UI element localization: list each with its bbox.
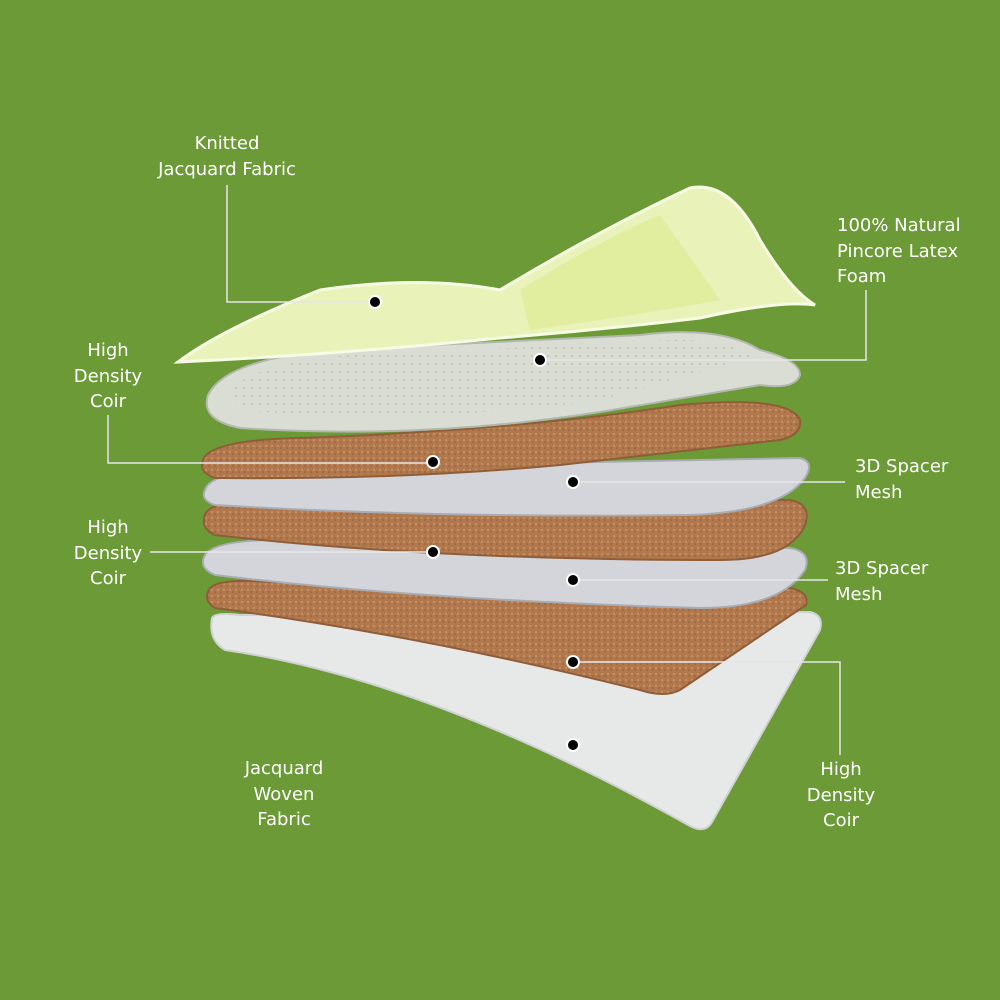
layer-coir-1 <box>200 401 802 480</box>
label-line: 3D Spacer <box>855 456 949 477</box>
label-line: Jacquard Fabric <box>158 158 296 180</box>
marker-coir-2 <box>426 545 440 559</box>
marker-latex-foam <box>533 353 547 367</box>
label-line: High <box>820 759 862 780</box>
label-line: Woven <box>253 783 315 805</box>
label-knitted-jacquard-fabric: Knitted Jacquard Fabric <box>158 131 296 182</box>
label-line: High <box>87 340 129 361</box>
label-spacer-mesh-1: 3D Spacer Mesh <box>855 454 948 505</box>
label-line: Density <box>73 542 143 564</box>
label-line: High <box>87 517 129 538</box>
label-line: 3D Spacer <box>835 558 929 579</box>
label-line: Coir <box>90 391 126 412</box>
marker-spacer-mesh-1 <box>566 475 580 489</box>
leader-lines <box>107 185 867 755</box>
marker-spacer-mesh-2 <box>566 573 580 587</box>
label-spacer-mesh-2: 3D Spacer Mesh <box>835 556 928 607</box>
label-line: Fabric <box>257 809 311 830</box>
label-line: Coir <box>90 568 126 589</box>
label-line: 100% Natural <box>837 215 961 236</box>
label-line: Mesh <box>835 583 883 605</box>
label-jacquard-woven-fabric: Jacquard Woven Fabric <box>245 756 324 833</box>
label-coir-1: High Density Coir <box>74 338 142 415</box>
marker-jacquard-woven-fabric <box>566 738 580 752</box>
marker-coir-1 <box>426 455 440 469</box>
label-line: Coir <box>823 810 859 831</box>
label-line: Density <box>73 365 143 387</box>
label-line: Knitted <box>194 133 260 154</box>
marker-coir-3 <box>566 655 580 669</box>
label-coir-2: High Density Coir <box>74 515 142 592</box>
label-line: Pincore Latex <box>837 240 959 262</box>
label-line: Jacquard <box>244 758 324 779</box>
label-natural-latex-foam: 100% Natural Pincore Latex Foam <box>837 213 961 290</box>
label-line: Foam <box>837 266 887 287</box>
label-coir-3: High Density Coir <box>807 757 875 834</box>
label-line: Mesh <box>855 481 903 503</box>
marker-knitted-jacquard-fabric <box>368 295 382 309</box>
label-line: Density <box>806 784 876 806</box>
